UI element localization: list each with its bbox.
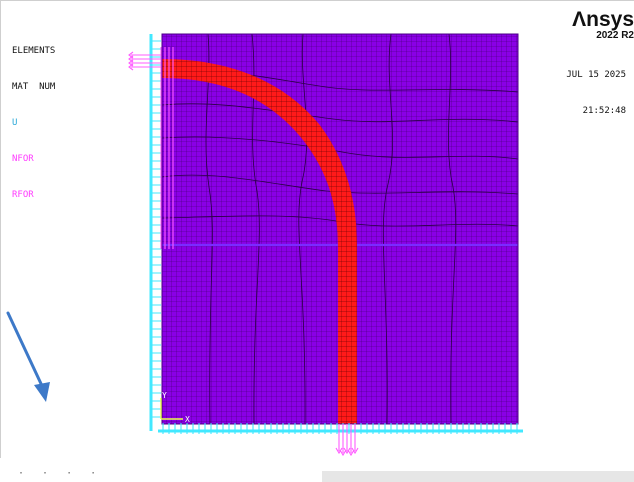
plot-legend: ELEMENTS MAT NUM U NFOR RFOR: [12, 21, 55, 225]
left-boundary-constraints: [149, 34, 161, 431]
plot-date: JUL 15 2025: [566, 70, 626, 80]
force-arrows-top-left: [128, 47, 174, 249]
legend-u: U: [12, 118, 18, 128]
ansys-logo: Λnsys 2022 R2: [542, 9, 634, 43]
legend-rfor: RFOR: [12, 190, 34, 200]
bottom-status-dots: · · · ·: [18, 468, 103, 479]
plot-date-time: JUL 15 2025 21:52:48: [534, 57, 626, 129]
legend-nfor: NFOR: [12, 154, 34, 164]
legend-mat-num: MAT NUM: [12, 82, 56, 92]
triad-y-label: Y: [162, 391, 167, 400]
mesh-outline: [161, 33, 519, 425]
bottom-panel-bar: [322, 471, 634, 482]
graphics-viewport[interactable]: ELEMENTS MAT NUM U NFOR RFOR Λnsys 2022 …: [0, 0, 634, 458]
force-arrows-bottom: [335, 424, 359, 457]
triad-x-label: X: [185, 415, 190, 424]
bottom-boundary-constraints: [158, 423, 523, 434]
plot-time: 21:52:48: [582, 106, 626, 116]
coordinate-triad: Y X: [160, 391, 190, 424]
ansys-logo-text: Λnsys: [572, 8, 634, 31]
legend-elements: ELEMENTS: [12, 46, 56, 56]
ansys-version: 2022 R2: [596, 30, 634, 41]
